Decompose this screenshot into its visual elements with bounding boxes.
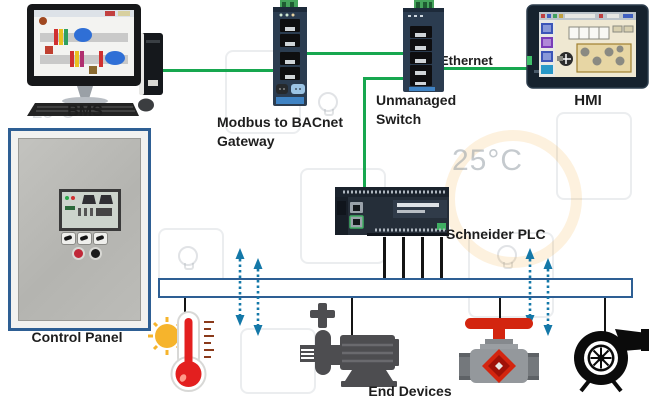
wire-bus-thermometer [184, 296, 186, 322]
indicator-green [65, 196, 69, 200]
panel-hmi-screen [59, 189, 121, 231]
hmi-label: HMI [574, 92, 602, 109]
link-switch-to-plc-horizontal [363, 77, 405, 80]
link-switch-to-plc-vertical [363, 77, 366, 189]
panel-graphic [84, 208, 87, 216]
panel-graphic [82, 195, 96, 204]
electrical-enclosure-icon [8, 128, 151, 331]
lightbulb-watermark-icon [318, 92, 338, 116]
plc-label: Schneider PLC [446, 226, 546, 242]
selector-switch [77, 232, 92, 245]
enclosure-door [18, 138, 141, 321]
panel-graphic [96, 208, 112, 216]
control-valve-icon [459, 318, 539, 383]
wire-plc-bus-1 [383, 237, 386, 278]
panel-graphic [90, 208, 93, 216]
desktop-computer-icon [27, 4, 163, 116]
signal-arrow-icon [253, 258, 263, 336]
ethernet-label: Ethernet [440, 53, 493, 68]
lightbulb-watermark-icon [178, 246, 198, 270]
link-switch-to-hmi [442, 67, 530, 70]
panel-graphic [99, 195, 113, 204]
selector-switch [61, 232, 76, 245]
plc-controller-icon [335, 187, 449, 236]
control-panel-label: Control Panel [31, 329, 123, 345]
din-rail-switch-icon [403, 0, 444, 92]
field-bus-bar [158, 278, 633, 298]
wire-plc-bus-3 [421, 237, 424, 278]
link-bms-to-gateway [159, 69, 277, 72]
black-pushbutton [89, 247, 102, 260]
wire-bus-blower [604, 296, 606, 338]
link-gateway-to-switch [304, 52, 404, 55]
blower-fan-icon [574, 329, 649, 393]
bms-label: BMS [67, 103, 103, 120]
selector-switch [93, 232, 108, 245]
pump-icon [300, 303, 399, 387]
signal-arrow-icon [543, 258, 553, 336]
panel-graphic [65, 206, 75, 210]
gateway-label: Modbus to BACnet Gateway [217, 114, 343, 149]
wire-bus-valve [499, 296, 501, 332]
wire-bus-pump [351, 296, 353, 342]
indicator-red [71, 196, 75, 200]
wire-plc-bus-4 [440, 237, 443, 278]
touch-panel-hmi-icon [526, 4, 649, 89]
watermark-ring [444, 130, 582, 268]
panel-graphic [78, 208, 81, 216]
signal-arrow-icon [235, 248, 245, 326]
temperature-watermark: 25°C [452, 144, 524, 177]
wire-plc-bus-2 [402, 237, 405, 278]
end-devices-label: End Devices [368, 383, 452, 399]
thermometer-icon [148, 311, 214, 392]
red-pushbutton [72, 247, 85, 260]
din-rail-gateway-icon [273, 0, 307, 106]
switch-label: Unmanaged Switch [376, 92, 457, 127]
